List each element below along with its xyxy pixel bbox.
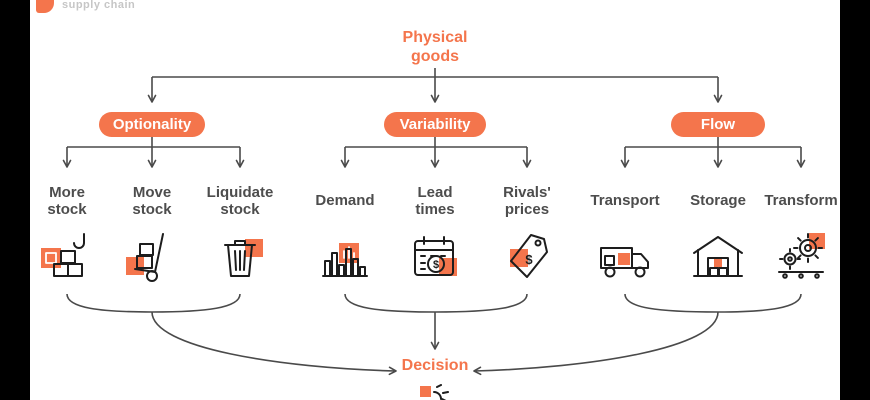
demand-icon [300,228,390,286]
frame-right [840,0,870,400]
item-label: Rivals' prices [503,183,551,218]
brand-logo: supply chain [36,0,135,13]
item-transform: Transform [756,180,846,286]
node-variability: Variability [384,112,486,137]
node-decision: Decision [401,357,469,374]
node-flow: Flow [671,112,765,137]
item-label: Storage [690,192,746,210]
item-label: Move stock [132,183,172,218]
dollar-glyph: $ [525,252,533,267]
item-label: Transform [764,192,838,210]
item-move-stock: Move stock [107,180,197,286]
lead-times-icon: $ [390,228,480,286]
brand-tagline: supply chain [62,0,136,11]
item-label: Lead times [415,183,455,218]
item-rivals-prices: Rivals' prices $ [482,180,572,286]
item-demand: Demand [300,180,390,286]
item-more-stock: More stock [22,180,112,286]
more-stock-icon [22,228,112,286]
item-label: Liquidate stock [206,183,274,218]
node-optionality: Optionality [99,112,205,137]
item-liquidate-stock: Liquidate stock [195,180,285,286]
move-stock-icon [107,228,197,286]
transport-icon [580,228,670,286]
decision-icon [417,384,453,400]
liquidate-stock-icon [195,228,285,286]
frame-left [0,0,30,400]
item-label: Transport [590,192,660,210]
rivals-prices-icon: $ [482,228,572,286]
storage-icon [673,228,763,286]
item-label: More stock [47,183,87,218]
dollar-glyph: $ [433,259,439,271]
item-label: Demand [315,192,375,210]
item-lead-times: Lead times $ [390,180,480,286]
transform-icon [756,228,846,286]
item-transport: Transport [580,180,670,286]
item-storage: Storage [673,180,763,286]
node-physical-goods: Physical goods [402,29,468,66]
brand-mark-icon [36,0,54,13]
